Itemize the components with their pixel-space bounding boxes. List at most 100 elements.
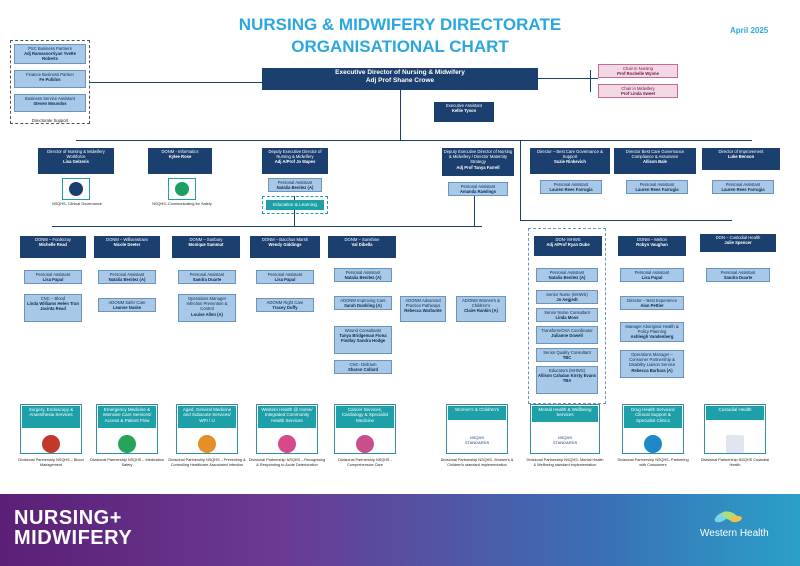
clinical-governance-logo (62, 178, 90, 200)
director-name: Adj Prof Tanya Farrell (456, 164, 500, 170)
role-title: Senior Nurse Consultant (544, 310, 590, 315)
blood-drop-icon (42, 435, 60, 453)
pa-title: Personal Assistant (639, 182, 675, 187)
pa-name: Lisa Papal (42, 277, 64, 283)
role-names: Allison Cahalan Kirsty Evans TBA (538, 373, 596, 384)
mhws-senior-nurse-box: Senior Nurse (MHWS)Jo Aegjedt (536, 290, 598, 304)
governance-icon (69, 182, 83, 196)
director-best-care-support-box: Director – Best Care Governance & Suppor… (530, 148, 610, 174)
pa-title: Personal Assistant (189, 272, 225, 277)
division-card-surgery: Surgery, Endoscopy & Anaesthesia Service… (20, 404, 82, 454)
division-card-title: Women's & Children's (448, 406, 506, 420)
nursing-midwifery-logo: NURSING+MIDWIFERY (14, 508, 132, 548)
pa-name: Lauren Rees Farrugia (549, 187, 593, 193)
donm-title: DONM – Sunshine (344, 237, 380, 242)
director-title: Director of Nursing & Midwifery Workforc… (47, 149, 105, 160)
division-card-title: Cancer Services, Cardiology & Specialist… (336, 406, 394, 428)
role-name: Rebecca Barbara (A) (631, 367, 673, 373)
director-name: Allison Bale (643, 159, 667, 165)
connector (400, 90, 401, 140)
division-caption: Divisional Partnership NSQHS – Recognisi… (248, 458, 326, 467)
pa-name: Amanda Rawlings (459, 189, 497, 195)
pa-name: Lisa Papal (641, 275, 663, 281)
footer-band (0, 494, 800, 566)
exec-name: Adj Prof Shane Crowe (365, 77, 435, 84)
adonm-name: Claire Rankin (A) (464, 308, 498, 314)
division-caption: Divisional Partnership NSQHS – Medicatio… (90, 458, 164, 467)
aboriginal-health-box: Manager Aboriginal Health & Policy Plann… (620, 322, 684, 342)
donm-name: Nicole Deeter (113, 242, 141, 248)
pa-name: Natalia Benitez (A) (548, 275, 586, 281)
role-title: Senior Quality Consultant (543, 350, 591, 355)
cnc-delirium-name: Sharon Collard (347, 367, 378, 373)
donm-title: DONM – Williamstown (106, 237, 148, 242)
don-title: DON- MHWS (555, 237, 581, 242)
pa-title: Personal Assistant (634, 270, 670, 275)
executive-director-box: Executive Director of Nursing & Midwifer… (262, 68, 538, 90)
donm-title: DONM – Footscray (35, 237, 71, 242)
ops-name: Louise Allen (A) (191, 311, 223, 317)
adonm-title: ADONM Women's & Children's (462, 298, 500, 309)
adonm-title: ADONM Advanced Practice Pathways (405, 298, 441, 309)
custodial-standard-icon (726, 435, 744, 453)
connector (294, 196, 295, 226)
director-title: Director – Best Care Governance & Suppor… (537, 149, 603, 160)
partnering-consumers-icon (644, 435, 662, 453)
division-caption: Divisional Partnership NSQHS- Partnering… (617, 458, 689, 467)
connector (520, 220, 732, 221)
pa-title: Personal Assistant (460, 184, 496, 189)
brand-line2: MIDWIFERY (14, 527, 133, 549)
pa-name: Lauren Rees Farrugia (635, 187, 679, 193)
division-caption: Divisional Partnership NSQHS – Preventin… (168, 458, 246, 467)
division-card-title: Western Health @ Home/ Integrated Commun… (258, 406, 316, 428)
division-card-cancer: Cancer Services, Cardiology & Specialist… (334, 404, 396, 454)
psc-title: PSC Business Partners (28, 46, 72, 51)
directorate-support-group (10, 40, 90, 124)
division-card-title: Custodial Health (706, 406, 764, 420)
role-name: Ashleigh Vandenberg (630, 334, 674, 340)
chair-midwifery-title: Chair in Midwifery (621, 86, 655, 91)
director-title: Director Best Care Governance Compliance… (625, 149, 685, 160)
director-title: Deputy Executive Director of Nursing & M… (443, 149, 513, 165)
division-card-drug-health: Drug Health Services/ Clinical Support &… (622, 404, 684, 454)
role-name: TBC (562, 355, 572, 361)
director-name: Luke Benson (727, 154, 755, 160)
connector (474, 192, 475, 226)
division-caption: Divisional Partnership NSQHS- Mental Hea… (526, 458, 604, 467)
clinical-governance-caption: NSQHS- Clinical Governance (52, 202, 102, 206)
donm-name: Val Dibella (351, 242, 373, 248)
division-card-title: Drug Health Services/ Clinical Support &… (624, 406, 682, 428)
role-title: Manager Aboriginal Health & Policy Plann… (625, 324, 679, 335)
communicating-safety-logo (168, 178, 196, 200)
pa-name: Sandra Duarte (723, 275, 753, 281)
deputy-director-box: Deputy Executive Director of Nursing & M… (262, 148, 328, 174)
connector (538, 78, 598, 79)
cnc-blood-names: Linda Williams Helen Tran Jacinta Read (27, 301, 79, 312)
ops-title: Operations Manager Infection Prevention … (186, 296, 228, 312)
education-learning-box: Education & Learning (266, 200, 324, 210)
bsa-name: Steven Mousdos (33, 101, 67, 107)
division-caption: Divisional Partnership NSQHS – Blood Man… (18, 458, 84, 467)
connector (76, 140, 752, 141)
division-card-custodial: Custodial Health (704, 404, 766, 454)
deterioration-icon (278, 435, 296, 453)
comprehensive-care-icon (356, 435, 374, 453)
wound-names: Tanya Bridgeman Fiona Findlay Sandra Hod… (339, 333, 387, 344)
